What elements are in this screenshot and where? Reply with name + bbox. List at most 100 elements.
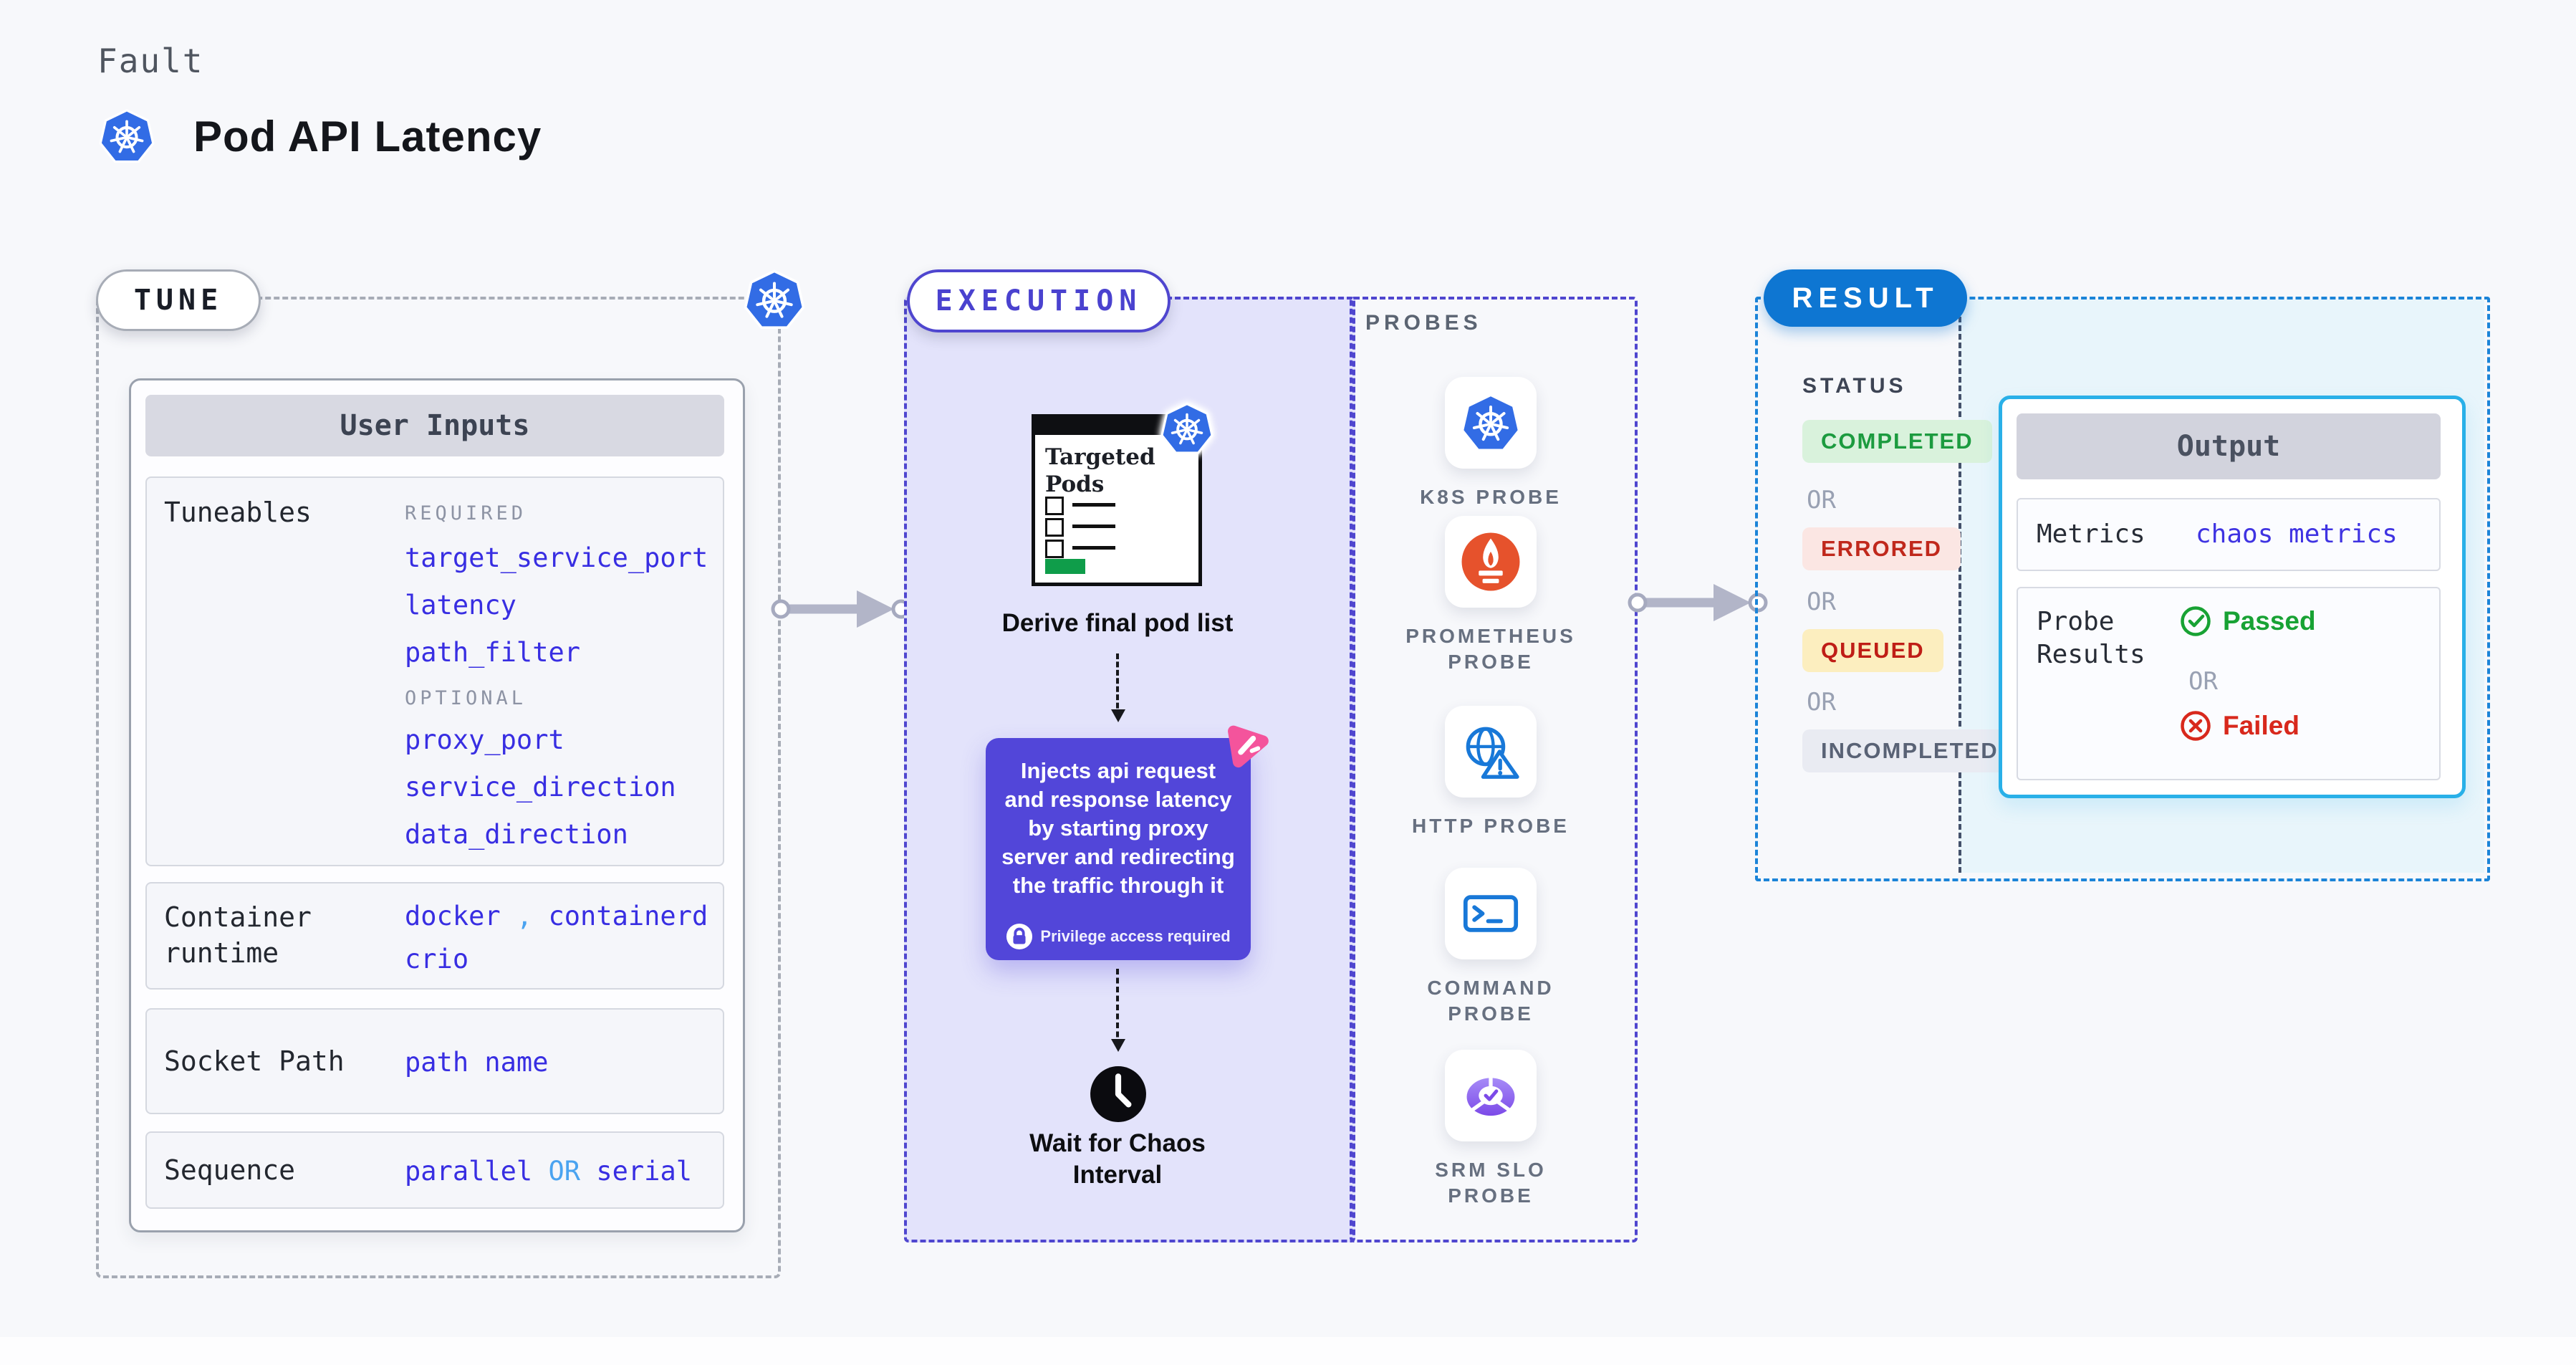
passed-label: Passed bbox=[2223, 606, 2316, 636]
passed-result: Passed bbox=[2180, 605, 2316, 637]
tuneable-required-3: path_filter bbox=[405, 637, 581, 668]
or-separator: OR bbox=[1807, 688, 1836, 717]
bottom-margin bbox=[0, 1337, 2576, 1365]
kubernetes-logo-icon bbox=[97, 106, 156, 166]
targeted-pods-title: Targeted Pods bbox=[1045, 444, 1155, 497]
privilege-access-label: Privilege access required bbox=[1040, 927, 1231, 945]
socket-path-value: path name bbox=[405, 1047, 549, 1078]
failed-label: Failed bbox=[2223, 711, 2299, 740]
user-inputs-card: User Inputs Tuneables REQUIRED target_se… bbox=[129, 378, 745, 1232]
kubernetes-icon bbox=[742, 267, 807, 332]
chaos-litmus-icon bbox=[1228, 725, 1269, 768]
inject-latency-text: Injects api request and response latency… bbox=[1001, 758, 1235, 898]
metrics-label: Metrics bbox=[2037, 519, 2145, 549]
page-title: Pod API Latency bbox=[193, 112, 542, 161]
runtime-crio: crio bbox=[405, 944, 469, 974]
checkbox-icon bbox=[1045, 518, 1064, 537]
tuneable-required-2: latency bbox=[405, 590, 516, 621]
required-label: REQUIRED bbox=[405, 502, 527, 525]
sequence-serial: serial bbox=[596, 1156, 692, 1187]
failed-result: Failed bbox=[2180, 710, 2299, 742]
inject-latency-step: Injects api request and response latency… bbox=[986, 738, 1251, 960]
prometheus-probe-card bbox=[1445, 516, 1537, 608]
tuneables-row: Tuneables REQUIRED target_service_port l… bbox=[145, 476, 724, 866]
sequence-row: Sequence parallel OR serial bbox=[145, 1131, 724, 1209]
probe-label: HTTP PROBE bbox=[1412, 815, 1570, 837]
probe-label: K8S PROBE bbox=[1420, 486, 1562, 508]
probe-results-row: Probe Results Passed OR Failed bbox=[2017, 587, 2441, 780]
derive-pod-list-label: Derive final pod list bbox=[1001, 609, 1234, 637]
sequence-label: Sequence bbox=[164, 1154, 296, 1186]
down-arrow bbox=[1111, 653, 1125, 722]
tune-pill: TUNE bbox=[96, 269, 261, 331]
runtime-containerd: containerd bbox=[548, 901, 708, 931]
tuneable-optional-3: data_direction bbox=[405, 819, 628, 850]
checkbox-icon bbox=[1045, 497, 1064, 515]
privilege-access-note: Privilege access required bbox=[986, 923, 1251, 950]
runtime-docker: docker bbox=[405, 901, 501, 931]
status-badge-completed: COMPLETED bbox=[1802, 420, 1992, 463]
status-heading: STATUS bbox=[1802, 374, 1907, 398]
title-row: Pod API Latency bbox=[97, 103, 542, 169]
fault-kicker: Fault bbox=[97, 42, 204, 80]
optional-label: OPTIONAL bbox=[405, 687, 527, 709]
metrics-row: Metrics chaos metrics bbox=[2017, 498, 2441, 571]
lock-icon bbox=[1006, 923, 1033, 950]
or-separator: OR bbox=[1807, 486, 1836, 514]
k8s-probe-card bbox=[1445, 377, 1537, 469]
probe-label: PROMETHEUS PROBE bbox=[1405, 625, 1576, 673]
command-probe-card bbox=[1445, 868, 1537, 959]
metrics-value: chaos metrics bbox=[2196, 519, 2398, 549]
kubernetes-icon bbox=[1459, 391, 1522, 454]
output-card: Output Metrics chaos metrics Probe Resul… bbox=[1999, 396, 2466, 798]
tuneables-label: Tuneables bbox=[164, 497, 312, 528]
tune-to-execution-arrow bbox=[771, 585, 911, 633]
tuneable-optional-1: proxy_port bbox=[405, 724, 564, 755]
tuneable-required-1: target_service_port bbox=[405, 542, 708, 573]
tune-section-box bbox=[96, 297, 781, 1278]
or-separator: OR bbox=[2188, 667, 2218, 696]
socket-path-label: Socket Path bbox=[164, 1045, 345, 1077]
srm-slo-probe-card bbox=[1445, 1050, 1537, 1141]
globe-warning-icon bbox=[1466, 727, 1519, 779]
clock-icon bbox=[1090, 1066, 1146, 1122]
user-inputs-header: User Inputs bbox=[145, 395, 724, 456]
prometheus-icon bbox=[1461, 532, 1520, 591]
output-header: Output bbox=[2017, 413, 2441, 479]
container-runtime-values: docker , containerd bbox=[405, 901, 708, 931]
status-badge-incompleted: INCOMPLETED bbox=[1802, 729, 2017, 772]
wait-chaos-interval-label: Wait for Chaos Interval bbox=[1029, 1129, 1206, 1189]
probe-label: SRM SLO PROBE bbox=[1435, 1159, 1547, 1207]
probe-label: COMMAND PROBE bbox=[1427, 977, 1554, 1025]
status-badge-errored: ERRORED bbox=[1802, 527, 1961, 570]
green-progress-bar bbox=[1045, 559, 1085, 574]
result-pill: RESULT bbox=[1764, 269, 1967, 327]
checkbox-icon bbox=[1045, 540, 1064, 558]
socket-path-row: Socket Path path name bbox=[145, 1008, 724, 1114]
x-circle-icon bbox=[2181, 711, 2211, 741]
container-runtime-row: Container runtime docker , containerd cr… bbox=[145, 882, 724, 990]
probe-results-label: Probe Results bbox=[2037, 607, 2145, 669]
pod-line bbox=[1072, 525, 1115, 528]
http-probe-card bbox=[1445, 706, 1537, 798]
sequence-or: OR bbox=[548, 1156, 581, 1187]
slo-donut-check-icon bbox=[1466, 1074, 1515, 1116]
execution-to-result-arrow bbox=[1628, 578, 1768, 627]
execution-pill: EXECUTION bbox=[907, 269, 1171, 332]
status-badge-queued: QUEUED bbox=[1802, 629, 1943, 672]
sequence-value: parallel OR serial bbox=[405, 1156, 692, 1187]
probes-section-box bbox=[1350, 297, 1638, 1242]
pod-line bbox=[1072, 503, 1115, 507]
probes-heading: PROBES bbox=[1365, 311, 1482, 335]
result-section-box bbox=[1755, 297, 2490, 881]
or-separator: OR bbox=[1807, 588, 1836, 616]
check-circle-icon bbox=[2181, 606, 2211, 636]
pod-line bbox=[1072, 546, 1115, 550]
kubernetes-icon bbox=[1160, 402, 1213, 454]
sequence-parallel: parallel bbox=[405, 1156, 533, 1187]
container-runtime-label: Container runtime bbox=[164, 901, 312, 969]
tuneable-optional-2: service_direction bbox=[405, 772, 676, 803]
terminal-icon bbox=[1463, 895, 1519, 932]
down-arrow bbox=[1111, 969, 1125, 1052]
